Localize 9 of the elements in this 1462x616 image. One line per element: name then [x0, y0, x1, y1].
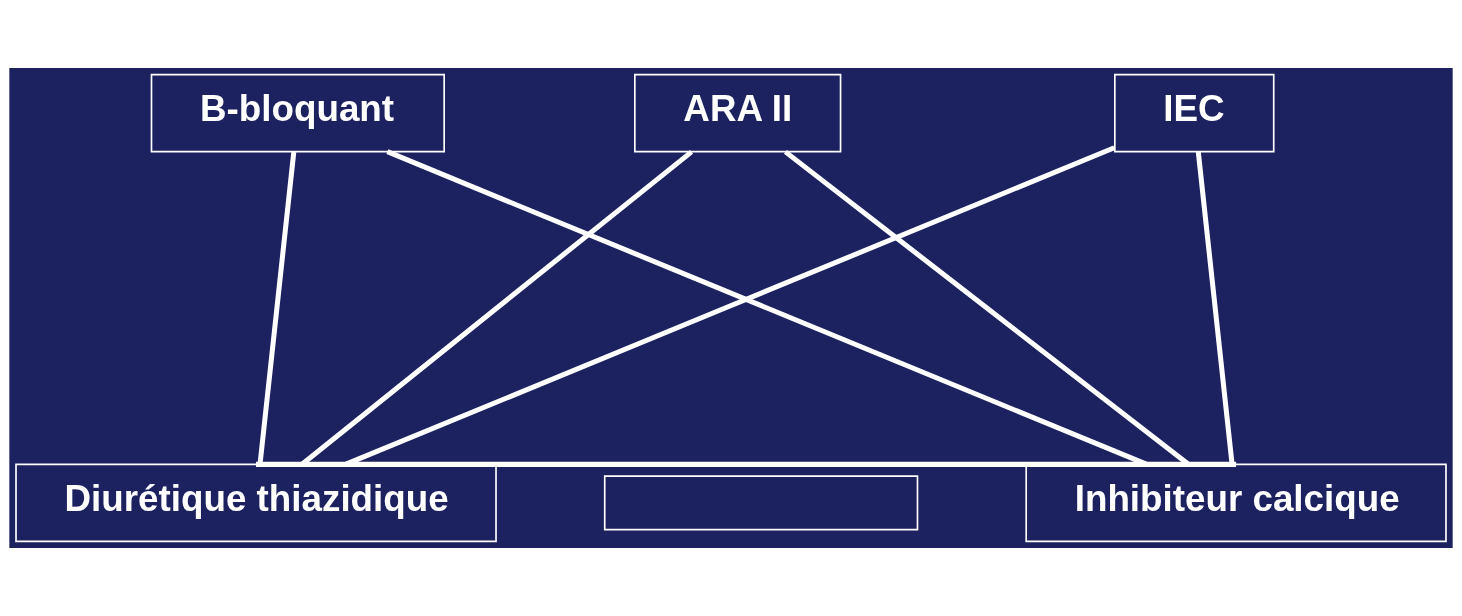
- node-box: IEC: [1114, 73, 1275, 153]
- node-box: Diurétique thiazidique: [15, 463, 497, 543]
- node-box: B-bloquant: [150, 73, 445, 153]
- connector: [256, 461, 1237, 467]
- node-box: Inhibiteur calcique: [1025, 463, 1447, 543]
- connector: [1195, 151, 1235, 465]
- node-box: ARA II: [634, 73, 842, 153]
- node-box: [603, 475, 919, 531]
- connector: [257, 151, 297, 465]
